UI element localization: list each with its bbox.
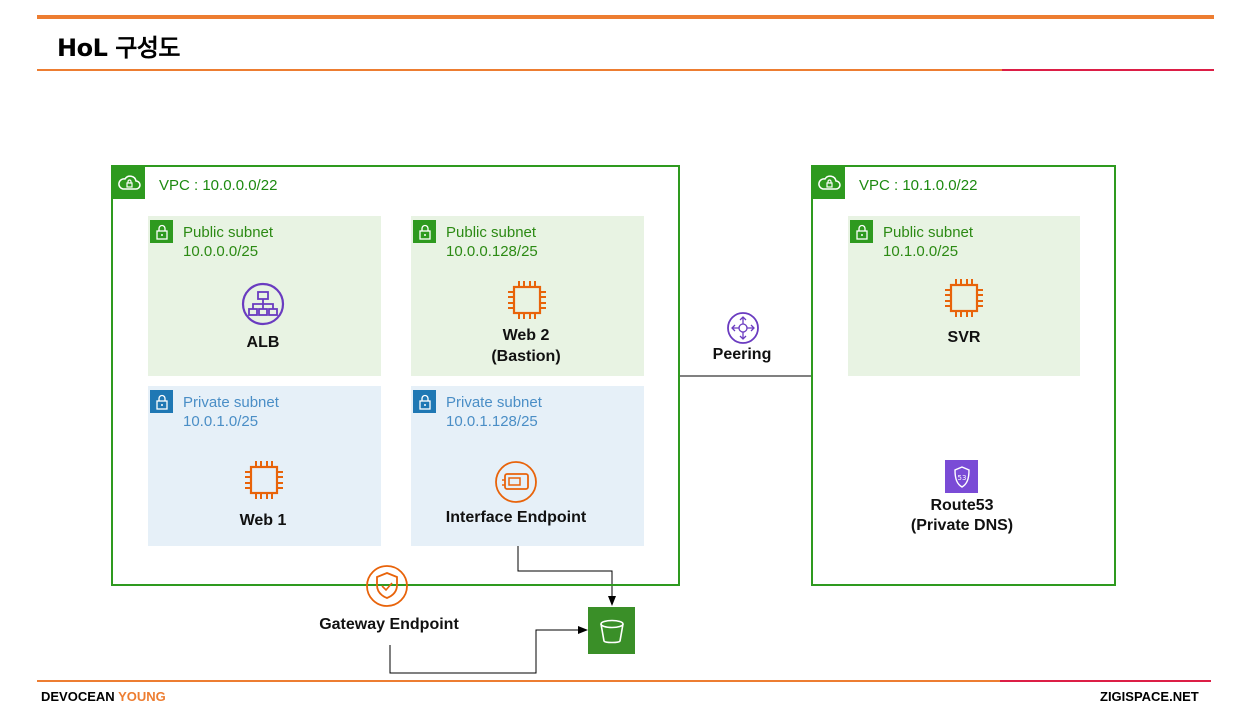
vpc-cloud-lock-icon (813, 167, 845, 199)
route53-label: Route53 (930, 497, 994, 514)
svg-text:53: 53 (957, 474, 966, 482)
subnet-cidr-label: 10.1.0.0/25 (883, 243, 959, 260)
subnet-public-right: Public subnet 10.1.0.0/25 SVR (848, 216, 1080, 376)
peering-label: Peering (712, 346, 772, 363)
subnet-private-2: Private subnet 10.0.1.128/25 Interface E… (411, 386, 644, 546)
interface-endpoint-label: Interface Endpoint (445, 509, 587, 526)
footer-site: ZIGISPACE.NET (1100, 689, 1199, 704)
subnet-cidr-label: 10.0.1.0/25 (183, 413, 259, 430)
interface-endpoint-arrow (517, 536, 616, 606)
subnet-public-1: Public subnet 10.0.0.0/25 ALB (148, 216, 381, 376)
vpc-left-label: VPC : 10.0.0.0/22 (159, 177, 278, 194)
gateway-endpoint-label: Gateway Endpoint (319, 616, 459, 633)
subnet-type-label: Public subnet (883, 224, 974, 241)
vpc-right-label: VPC : 10.1.0.0/22 (859, 177, 978, 194)
subnet-lock-icon (413, 220, 436, 243)
subnet-lock-icon (150, 220, 173, 243)
footer-brand: DEVOCEAN YOUNG (41, 689, 166, 704)
subnet-lock-icon (150, 390, 173, 413)
footer-brand-devocean: DEVOCEAN (41, 689, 115, 704)
subnet-public-2: Public subnet 10.0.0.128/25 Web 2 (Basti… (411, 216, 644, 376)
footer-brand-young: YOUNG (118, 689, 166, 704)
subnet-type-label: Public subnet (446, 224, 537, 241)
route53-sub-label: (Private DNS) (910, 517, 1014, 534)
subnet-lock-icon (850, 220, 873, 243)
title-underline (37, 69, 1002, 71)
subnet-type-label: Private subnet (446, 394, 542, 411)
top-accent-bar (37, 15, 1214, 19)
peering-router-icon (726, 311, 760, 350)
subnet-cidr-label: 10.0.0.0/25 (183, 243, 259, 260)
route53-icon: 53 (945, 460, 978, 493)
title-underline-red (1002, 69, 1214, 71)
s3-bucket-icon (588, 607, 635, 654)
alb-label: ALB (246, 334, 280, 351)
network-interface-icon (494, 460, 538, 509)
footer-line (37, 680, 1000, 682)
web2-sub-label: (Bastion) (491, 348, 561, 365)
ec2-instance-icon (942, 276, 986, 325)
page-title: HoL 구성도 (57, 34, 180, 62)
web1-label: Web 1 (239, 512, 287, 529)
subnet-cidr-label: 10.0.0.128/25 (446, 243, 538, 260)
gateway-endpoint-arrow (389, 626, 588, 674)
ec2-instance-icon (242, 458, 286, 507)
subnet-lock-icon (413, 390, 436, 413)
subnet-type-label: Private subnet (183, 394, 279, 411)
subnet-private-1: Private subnet 10.0.1.0/25 Web 1 (148, 386, 381, 546)
load-balancer-icon (241, 282, 285, 331)
web2-label: Web 2 (502, 327, 550, 344)
ec2-instance-icon (505, 278, 549, 327)
footer-line-red (1000, 680, 1211, 682)
vpc-cloud-lock-icon (113, 167, 145, 199)
vpc-right: VPC : 10.1.0.0/22 (811, 165, 1116, 586)
endpoint-shield-icon (365, 564, 409, 613)
subnet-type-label: Public subnet (183, 224, 274, 241)
vpc-left: VPC : 10.0.0.0/22 (111, 165, 680, 586)
subnet-cidr-label: 10.0.1.128/25 (446, 413, 538, 430)
svr-label: SVR (947, 329, 981, 346)
